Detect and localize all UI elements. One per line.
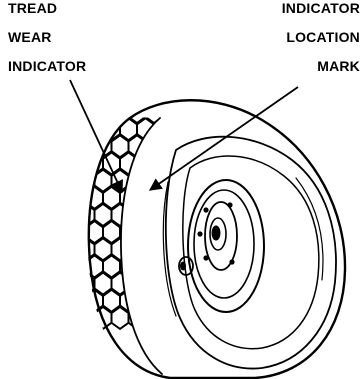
tread-hex-cell [146,170,163,192]
tread-hex-cell [137,290,154,312]
tread-hex-cell [137,152,154,174]
tread-hex-cell [146,307,163,329]
tread-hex-cell [146,273,163,295]
tread-hex-cell [112,307,129,329]
tread-shoulder [121,118,162,374]
rim-outer [188,180,264,312]
tread-hex-cell [154,290,171,312]
tread-hex-cell [154,221,171,243]
tread-hex-cell [154,152,171,174]
tread-hex-cell [78,101,95,123]
tread-hex-cell [137,221,154,243]
sidewall-outer-ring [166,137,336,369]
tire-icon [89,100,345,378]
tread-hex-cell [129,204,146,226]
axle-cap [212,226,220,240]
tread-hex-cell [78,307,95,329]
tread-hex-cell [129,170,146,192]
tread-hex-cell [146,204,163,226]
sidewall-inner-ring [183,156,319,349]
tread-hex-cell [129,273,146,295]
tread-hex-cell [129,238,146,260]
tread-hex-cell [120,221,137,243]
tread-hex-cell [95,101,112,123]
tread-hex-cell [78,135,95,157]
tread-hex-cell [146,135,163,157]
tread-hex-cell [146,238,163,260]
tread-hex-cell [137,187,154,209]
tread-hex-cell [137,255,154,277]
